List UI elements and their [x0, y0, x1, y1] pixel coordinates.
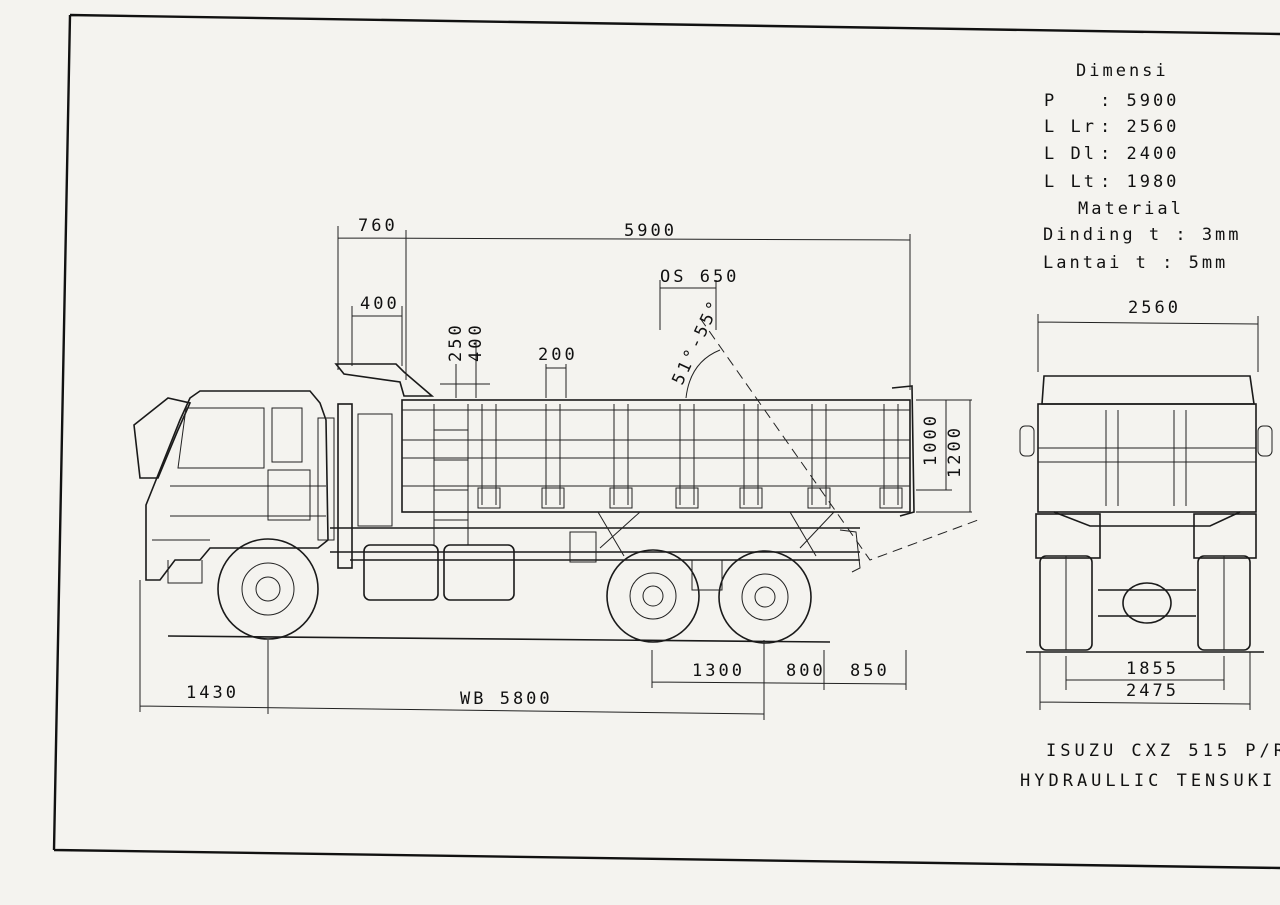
- dim-1300: 1300: [692, 661, 745, 681]
- dim-rear-width: 2560: [1128, 298, 1181, 318]
- dim-760: 760: [358, 216, 398, 236]
- dim-os650: OS 650: [660, 267, 739, 287]
- spec-label-lt: L Lt: [1044, 172, 1097, 192]
- spec-value-dl: : 2400: [1100, 144, 1179, 164]
- rear-dimensions: 2560 1855 2475: [1037, 298, 1259, 710]
- dim-wb5800: WB 5800: [460, 689, 553, 709]
- dim-rear-overall: 2475: [1126, 681, 1179, 701]
- title-body: HYDRAULLIC TENSUKI 20: [1020, 771, 1280, 791]
- material-wall: Dinding t : 3mm: [1043, 225, 1242, 245]
- side-view-truck: [133, 317, 979, 644]
- spec-label-p: P: [1044, 91, 1057, 111]
- dim-250: 250: [446, 322, 466, 362]
- dim-rear-track: 1855: [1126, 659, 1179, 679]
- dim-1430: 1430: [186, 683, 239, 703]
- dim-5900: 5900: [624, 221, 677, 241]
- spec-block: Dimensi P : 5900 L Lr : 2560 L Dl : 2400…: [1043, 61, 1242, 273]
- spec-label-lr: L Lr: [1044, 117, 1097, 137]
- rear-view-truck: [1019, 375, 1273, 653]
- dim-200: 200: [538, 345, 578, 365]
- material-heading: Material: [1078, 199, 1184, 219]
- dim-400-top: 400: [360, 294, 400, 314]
- spec-value-p: : 5900: [1100, 91, 1179, 111]
- spec-value-lt: : 1980: [1100, 172, 1179, 192]
- dim-1000: 1000: [921, 413, 941, 466]
- dim-850: 850: [850, 661, 890, 681]
- spec-value-lr: : 2560: [1100, 117, 1179, 137]
- spec-label-dl: L Dl: [1044, 144, 1097, 164]
- material-floor: Lantai t : 5mm: [1043, 253, 1228, 273]
- dim-1200: 1200: [945, 425, 965, 478]
- spec-heading: Dimensi: [1076, 61, 1169, 81]
- dim-400-vertical: 400: [466, 322, 486, 362]
- drawing-frame: [52, 13, 1280, 870]
- dim-800: 800: [786, 661, 826, 681]
- title-model: ISUZU CXZ 515 P/R: [1046, 741, 1280, 761]
